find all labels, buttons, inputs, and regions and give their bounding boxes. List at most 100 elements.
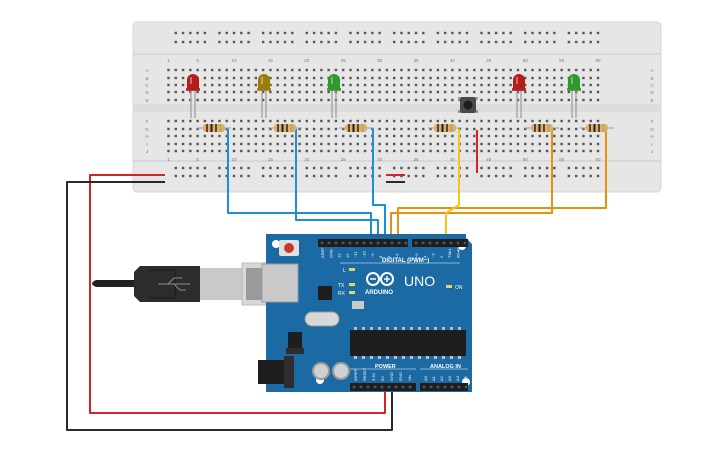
arduino-logo: ARDUINO — [365, 272, 394, 296]
digital-header-2 — [412, 239, 468, 247]
led-green-2 — [567, 74, 581, 118]
row-letter: B — [650, 76, 653, 81]
column-number: 10 — [232, 58, 238, 63]
capacitor-1 — [312, 362, 330, 380]
column-number: 20 — [304, 58, 310, 63]
pin-label: ~6 — [395, 253, 400, 258]
header-holes — [320, 241, 468, 389]
pin-label: A1 — [431, 375, 436, 381]
row-letter: I — [651, 142, 652, 147]
column-number: 15 — [268, 58, 274, 63]
brand-label: ARDUINO — [365, 290, 393, 296]
resistor — [268, 124, 302, 132]
usb-cable — [92, 262, 269, 306]
column-number: 60 — [596, 157, 602, 162]
atmega-chip — [350, 330, 466, 356]
wire-red-power — [89, 174, 386, 414]
wire-black-ground — [66, 181, 393, 431]
pin-label: GND — [398, 372, 403, 381]
row-letter: D — [145, 90, 149, 95]
row-letter: J — [146, 149, 148, 154]
push-button — [458, 97, 478, 113]
column-number: 25 — [341, 157, 347, 162]
row-letter: B — [145, 76, 148, 81]
led-label-tx: TX — [338, 283, 345, 289]
pin-label: RX◂0 — [456, 247, 461, 258]
pin-label: ~5 — [414, 253, 419, 258]
wire-yellow — [445, 129, 460, 240]
usb-port — [261, 263, 299, 303]
power-label: POWER — [375, 364, 396, 370]
row-letter: E — [145, 98, 148, 103]
column-numbers: 1155101015152020252530303535404045455050… — [167, 58, 601, 162]
wire-blue-3 — [372, 129, 386, 240]
column-number: 10 — [232, 157, 238, 162]
row-letter: G — [145, 127, 149, 132]
pin-label: GND — [328, 249, 333, 258]
pin-label: GND — [389, 372, 394, 381]
column-number: 35 — [414, 157, 420, 162]
digital-label: DIGITAL (PWM~) — [382, 258, 429, 264]
row-letter: D — [650, 90, 654, 95]
pin-label: RESET — [362, 367, 367, 381]
status-leds: L TX RX ON — [338, 268, 463, 297]
pin-label: A2 — [439, 375, 444, 381]
column-number: 50 — [523, 58, 529, 63]
pin-label: A5 — [463, 375, 468, 381]
wire-orange-2 — [397, 129, 607, 240]
capacitor-2 — [332, 362, 350, 380]
column-number: 55 — [559, 58, 565, 63]
row-letter: C — [145, 83, 149, 88]
row-letter: A — [145, 68, 148, 73]
column-number: 30 — [377, 58, 383, 63]
resistor — [580, 124, 614, 132]
pin-label: TX▸1 — [447, 248, 452, 258]
column-number: 5 — [196, 157, 199, 162]
row-letter: E — [650, 98, 653, 103]
pin-label: ~9 — [370, 253, 375, 258]
voltage-regulator — [288, 332, 302, 352]
led-label-l: L — [343, 268, 346, 274]
column-number: 1 — [167, 157, 170, 162]
pin-label: ~10 — [362, 250, 367, 258]
usb-icon — [158, 277, 190, 291]
wires — [66, 129, 607, 431]
crystal-oscillator — [304, 311, 340, 327]
column-number: 40 — [450, 58, 456, 63]
led-label-rx: RX — [338, 291, 346, 297]
resistor — [339, 124, 373, 132]
pin-label: A0 — [423, 375, 428, 381]
row-letter: J — [651, 149, 653, 154]
on-label: ON — [455, 285, 463, 291]
row-letter: A — [650, 68, 653, 73]
resistor — [525, 124, 559, 132]
pin-label: 2 — [439, 255, 444, 258]
row-letter: F — [146, 119, 149, 124]
led-red-1 — [186, 74, 200, 118]
pin-label: ~3 — [431, 253, 436, 258]
pin-label: 5V — [380, 376, 385, 381]
pin-label: 7 — [386, 255, 391, 258]
pin-label: ~11 — [353, 251, 358, 258]
column-number: 45 — [486, 157, 492, 162]
icsp-header — [352, 301, 364, 309]
column-number: 55 — [559, 157, 565, 162]
column-number: 40 — [450, 157, 456, 162]
led-red-2 — [512, 74, 526, 118]
pin-label: 12 — [345, 253, 350, 258]
led-yellow — [257, 74, 271, 118]
wire-orange-1 — [390, 129, 553, 240]
pin-label: 4 — [422, 255, 427, 258]
column-number: 15 — [268, 157, 274, 162]
column-number: 1 — [167, 58, 170, 63]
pin-label: 8 — [378, 255, 383, 258]
pin-label: 13 — [337, 253, 342, 258]
column-number: 60 — [596, 58, 602, 63]
row-letter: I — [146, 142, 147, 147]
reset-button — [279, 240, 299, 256]
